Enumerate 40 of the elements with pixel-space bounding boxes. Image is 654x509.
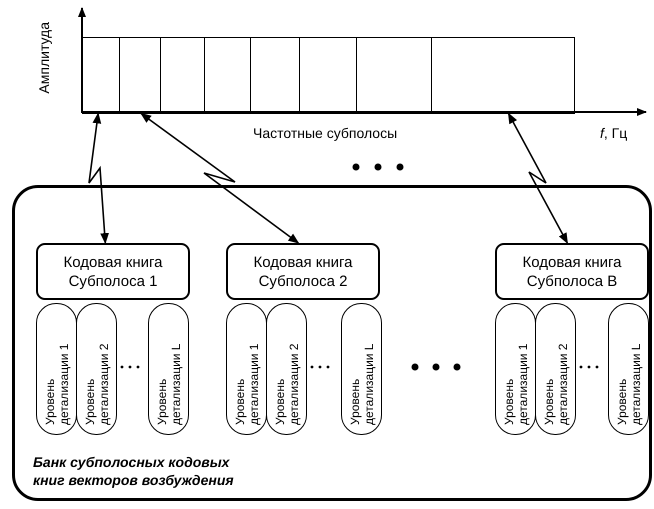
codebook-label: Кодовая книга Субполоса B — [522, 252, 622, 290]
subband-box — [82, 37, 120, 114]
subband-box — [250, 37, 300, 114]
codebook-box — [226, 243, 380, 300]
level-label: Уровень детализации 2 — [82, 342, 110, 425]
subband-box — [119, 37, 162, 114]
codebook-label: Кодовая книга Субполоса 1 — [62, 252, 164, 290]
axis-label: f, Гц — [600, 125, 628, 141]
subband-box — [204, 37, 252, 114]
axis-label: Частотные субполосы — [253, 125, 398, 141]
detail-level-capsule — [535, 303, 576, 435]
detail-level-capsule — [148, 303, 189, 435]
subband-box — [160, 37, 206, 114]
level-label: Уровень детализации L — [348, 342, 376, 425]
axis-label: Амплитуда — [36, 22, 52, 94]
level-label: Уровень детализации 1 — [42, 342, 70, 425]
detail-level-capsule — [266, 303, 307, 435]
codebook-box — [36, 243, 190, 300]
level-label: Уровень детализации 2 — [542, 342, 570, 425]
level-label: Уровень детализации 1 — [232, 342, 260, 425]
detail-level-capsule — [608, 303, 649, 435]
codebook-label: Кодовая книга Субполоса 2 — [252, 252, 354, 290]
arrow — [88, 112, 109, 244]
subband-box — [431, 37, 574, 114]
level-label: Уровень детализации 2 — [272, 342, 300, 425]
codebook-box — [495, 243, 649, 300]
level-label: Уровень детализации L — [154, 342, 182, 425]
level-label: Уровень детализации L — [614, 342, 642, 425]
level-label: Уровень детализации 1 — [502, 342, 530, 425]
detail-level-capsule — [36, 303, 77, 435]
subband-box — [356, 37, 432, 114]
subband-box — [299, 37, 358, 114]
detail-level-capsule — [495, 303, 536, 435]
codebook-bank-panel — [12, 185, 652, 501]
detail-level-capsule — [226, 303, 267, 435]
arrow — [140, 112, 300, 244]
bank-label: Банк субполосных кодовых книг векторов возбуждения — [33, 453, 235, 489]
detail-level-capsule — [341, 303, 382, 435]
detail-level-capsule — [76, 303, 117, 435]
arrow — [508, 112, 568, 244]
